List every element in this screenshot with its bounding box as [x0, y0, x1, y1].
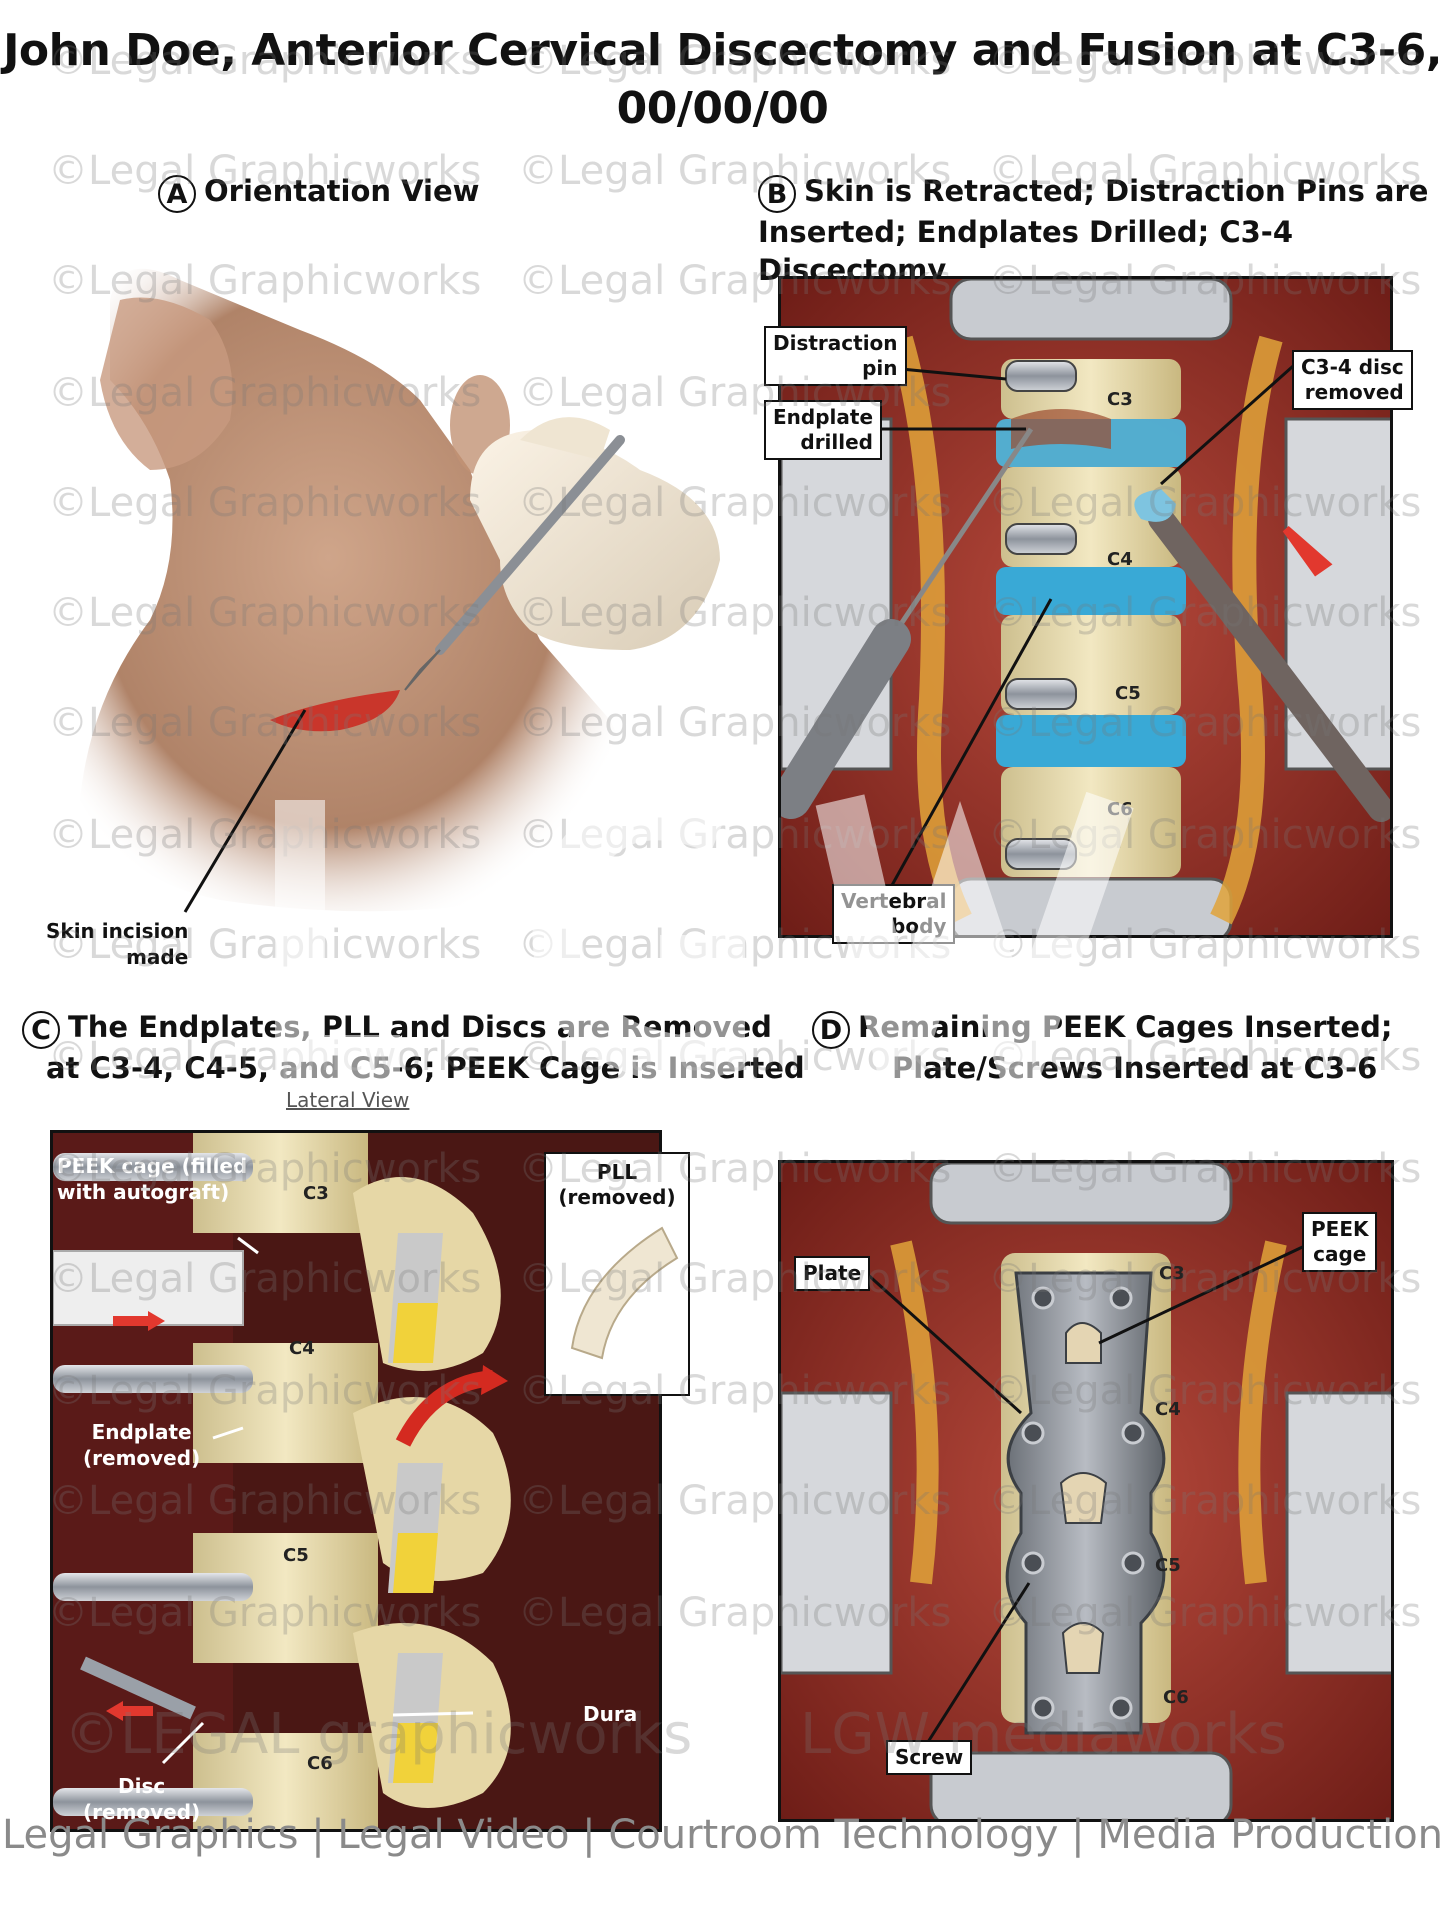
label-disc-removed: Disc (removed) — [83, 1774, 201, 1824]
level-d-c4: C4 — [1155, 1399, 1181, 1420]
label-screw: Screw — [886, 1740, 973, 1775]
drill — [781, 427, 1034, 819]
page-title: John Doe, Anterior Cervical Discectomy a… — [0, 22, 1445, 138]
incision-leader — [183, 709, 307, 913]
lateral-vertebrae — [193, 1133, 511, 1829]
panel-a-heading-text: Orientation View — [204, 174, 480, 208]
plate-screws — [1021, 1286, 1145, 1720]
label-plate: Plate — [794, 1256, 871, 1291]
lateral-view-label: Lateral View — [286, 1088, 410, 1112]
disc-c5-6 — [996, 715, 1186, 767]
level-c3: C3 — [1107, 389, 1133, 410]
lateral-level-c5: C5 — [283, 1545, 309, 1566]
panel-d-letter: D — [812, 1011, 850, 1049]
panel-b-letter: B — [758, 175, 796, 213]
level-d-c3: C3 — [1159, 1263, 1185, 1284]
lateral-screws — [53, 1153, 253, 1816]
panel-d-illustration — [781, 1163, 1391, 1819]
distraction-pins — [1005, 360, 1077, 870]
label-skin-incision: Skin incision made — [46, 919, 189, 969]
label-dura: Dura — [583, 1702, 638, 1726]
title-line-1: John Doe, Anterior Cervical Discectomy a… — [3, 25, 1442, 76]
panel-a-letter: A — [158, 175, 196, 213]
label-peek-cage: PEEK cage — [1302, 1212, 1378, 1272]
pll-removed-inset: PLL (removed) — [544, 1152, 690, 1396]
label-c3-4-disc-removed: C3-4 disc removed — [1292, 350, 1413, 410]
title-line-2: 00/00/00 — [616, 83, 829, 134]
spinal-cord — [388, 1233, 443, 1783]
lateral-level-c4: C4 — [289, 1338, 315, 1359]
label-distraction-pin: Distraction pin — [764, 326, 907, 386]
label-endplate-drilled: Endplate drilled — [764, 400, 883, 460]
panel-d-heading-line-1: Remaining PEEK Cages Inserted; — [858, 1010, 1393, 1044]
level-d-c5: C5 — [1155, 1555, 1181, 1576]
level-c5: C5 — [1115, 683, 1141, 704]
rongeur — [1134, 489, 1390, 822]
footer-tagline: Legal Graphics | Legal Video | Courtroom… — [1, 1812, 1444, 1858]
patient-head-neck — [80, 268, 633, 912]
lateral-level-c6: C6 — [307, 1753, 333, 1774]
panel-d-frame: C3 C4 C5 C6 — [778, 1160, 1394, 1822]
disc-c4-5 — [996, 567, 1186, 615]
label-peek-cage-filled: PEEK cage (filled with autograft) — [57, 1154, 248, 1204]
level-d-c6: C6 — [1163, 1687, 1189, 1708]
panel-b-frame: C3 C4 C5 C6 — [778, 276, 1393, 938]
gloved-hand-scalpel — [404, 417, 720, 691]
label-endplate-removed: Endplate (removed) — [83, 1420, 201, 1470]
level-c4: C4 — [1107, 549, 1133, 570]
panel-d-heading-line-2: Plate/Screws Inserted at C3-6 — [892, 1051, 1378, 1085]
panel-b-heading-line-1: Skin is Retracted; Distraction Pins are — [804, 174, 1429, 208]
pll-ligament-image — [570, 1226, 679, 1360]
lateral-level-c3: C3 — [303, 1183, 329, 1204]
panel-b-illustration — [781, 279, 1390, 935]
pll-arrow — [395, 1370, 494, 1447]
panel-c-letter: C — [22, 1011, 60, 1049]
